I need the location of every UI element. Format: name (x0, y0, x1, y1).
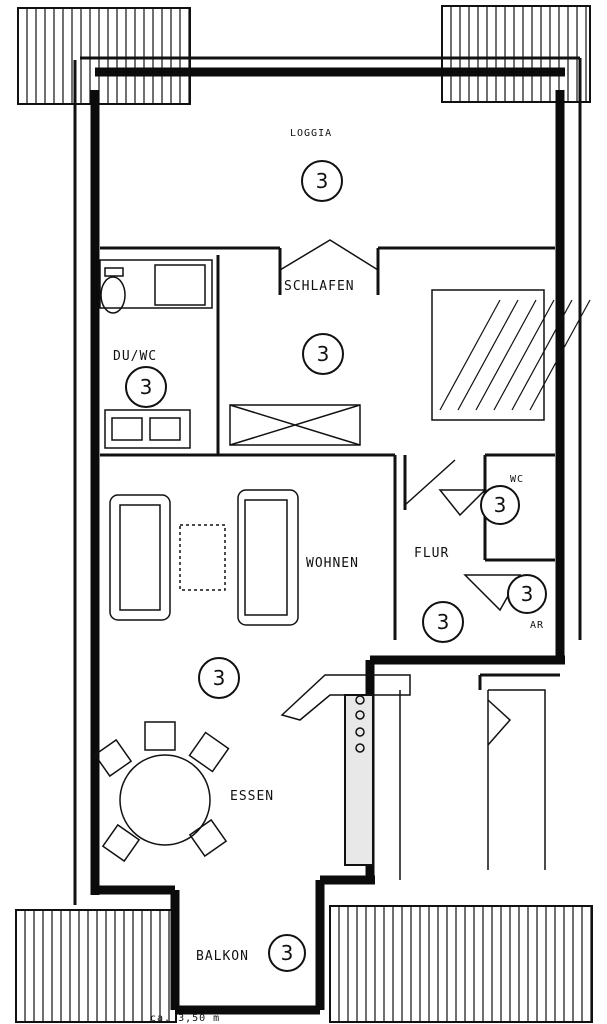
room-label-du-wc: DU/WC (113, 349, 157, 364)
svg-text:3: 3 (213, 666, 226, 690)
svg-text:3: 3 (521, 582, 534, 606)
room-label-flur: FLUR (414, 546, 449, 561)
marker-balkon: 3 (268, 934, 306, 972)
dining-table (93, 721, 230, 863)
bathroom-fixtures (99, 259, 213, 449)
bed-hatch-line (493, 299, 555, 411)
sofa-left (109, 494, 171, 621)
svg-text:3: 3 (140, 375, 153, 399)
bed-hatch-line (439, 299, 501, 411)
room-label-schlafen: SCHLAFEN (284, 279, 355, 294)
kitchen-counter (280, 674, 411, 866)
coffee-table (179, 524, 226, 591)
room-label-wohnen: WOHNEN (306, 556, 359, 571)
room-label-wc: WC (510, 474, 524, 485)
bed (431, 289, 591, 421)
marker-flur: 3 (422, 601, 464, 643)
svg-text:3: 3 (494, 493, 507, 517)
railing-top-left (17, 7, 191, 105)
svg-text:3: 3 (281, 941, 294, 965)
railing-bottom-right (329, 905, 593, 1023)
room-label-balkon: BALKON (196, 949, 249, 964)
marker-wohnen: 3 (198, 657, 240, 699)
room-label-loggia: LOGGIA (290, 128, 332, 139)
railing-bottom-left (15, 909, 177, 1023)
loggia-outline (73, 56, 582, 905)
dimension-caption: ca. 3,50 m (150, 1013, 220, 1024)
bed-hatch-line (529, 299, 591, 411)
svg-text:3: 3 (317, 342, 330, 366)
exterior-walls (90, 67, 565, 1015)
marker-ar: 3 (507, 574, 547, 614)
bed-hatch-line (511, 299, 573, 411)
marker-du-wc: 3 (125, 366, 167, 408)
marker-schlafen: 3 (302, 333, 344, 375)
marker-wc: 3 (480, 485, 520, 525)
sofa-right (237, 489, 299, 626)
room-label-essen: ESSEN (230, 789, 274, 804)
svg-text:3: 3 (316, 169, 329, 193)
svg-text:3: 3 (437, 610, 450, 634)
wardrobe (229, 404, 361, 446)
railing-top-right (441, 5, 591, 103)
bed-hatch-line (457, 299, 519, 411)
room-label-ar: AR (530, 620, 544, 631)
marker-loggia: 3 (301, 160, 343, 202)
bed-hatch-line (475, 299, 537, 411)
interior-walls (100, 239, 560, 880)
